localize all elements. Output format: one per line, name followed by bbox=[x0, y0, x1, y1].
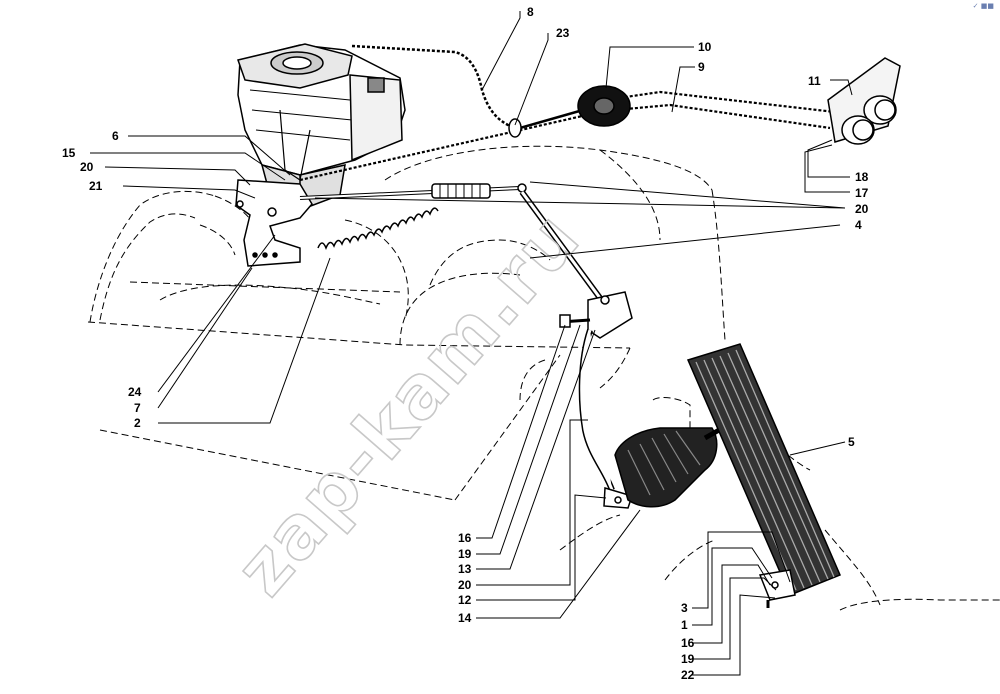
connecting-rod bbox=[299, 183, 527, 200]
pedal-lever bbox=[519, 190, 633, 509]
grommet bbox=[577, 85, 631, 127]
rubber-boot bbox=[614, 422, 730, 508]
throttle-lever bbox=[235, 179, 313, 267]
callout-7: 7 bbox=[134, 401, 141, 415]
callout-23: 23 bbox=[556, 26, 570, 40]
leader-lines bbox=[90, 11, 853, 676]
callout-2: 2 bbox=[134, 416, 141, 430]
callout-19-b: 19 bbox=[681, 652, 695, 666]
engine-outline bbox=[87, 145, 1000, 611]
callout-19-a: 19 bbox=[458, 547, 472, 561]
callout-11: 11 bbox=[808, 74, 821, 88]
callout-12: 12 bbox=[458, 593, 472, 607]
return-spring bbox=[317, 207, 439, 251]
callout-14: 14 bbox=[458, 611, 472, 625]
callout-20-b: 20 bbox=[855, 202, 869, 216]
callout-18: 18 bbox=[855, 170, 869, 184]
callout-3: 3 bbox=[681, 601, 688, 615]
callout-8: 8 bbox=[527, 5, 534, 19]
callout-21: 21 bbox=[89, 179, 103, 193]
callout-17: 17 bbox=[855, 186, 869, 200]
callout-labels: 8 23 10 9 11 6 15 20 21 18 17 20 4 24 7 … bbox=[62, 5, 869, 682]
callout-1: 1 bbox=[681, 618, 688, 632]
callout-24: 24 bbox=[128, 385, 142, 399]
corner-mark: ✓ ■■ bbox=[972, 2, 994, 10]
callout-22: 22 bbox=[681, 668, 695, 682]
callout-4: 4 bbox=[855, 218, 862, 232]
callout-13: 13 bbox=[458, 562, 472, 576]
callout-5: 5 bbox=[848, 435, 855, 449]
callout-15: 15 bbox=[62, 146, 76, 160]
callout-16-a: 16 bbox=[458, 531, 472, 545]
dashboard-panel bbox=[827, 57, 901, 145]
callout-10: 10 bbox=[698, 40, 712, 54]
callout-20-a: 20 bbox=[80, 160, 94, 174]
accelerator-pedal bbox=[686, 343, 841, 608]
callout-20-c: 20 bbox=[458, 578, 472, 592]
callout-16-b: 16 bbox=[681, 636, 695, 650]
callout-9: 9 bbox=[698, 60, 705, 74]
callout-6: 6 bbox=[112, 129, 119, 143]
